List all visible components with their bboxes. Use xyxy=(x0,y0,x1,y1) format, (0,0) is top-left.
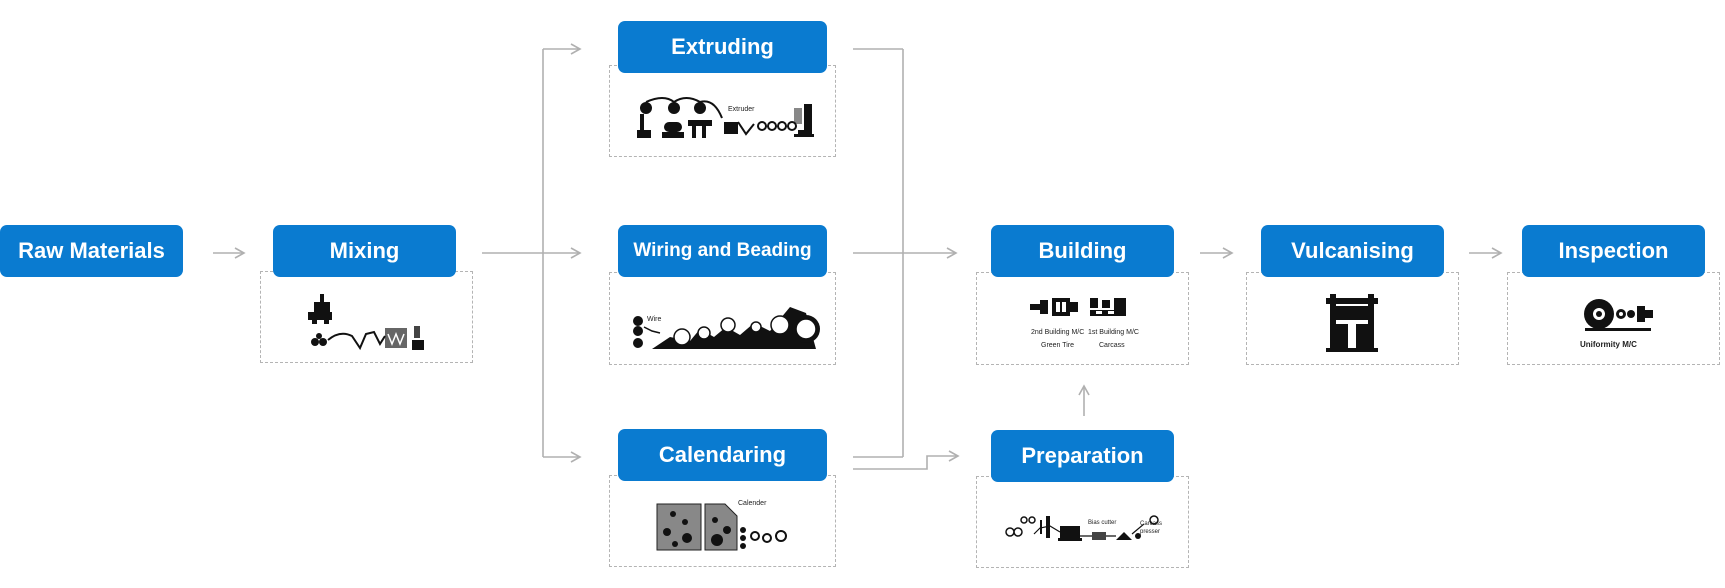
step-building: Building xyxy=(991,225,1174,277)
step-calendaring: Calendaring xyxy=(618,429,827,481)
bias-cutter-caption: Bias cutter xyxy=(1088,520,1117,526)
step-vulcanising: Vulcanising xyxy=(1261,225,1444,277)
building-machine-icon xyxy=(1030,298,1126,316)
wire-beading-line-icon xyxy=(633,307,820,349)
step-raw-materials: Raw Materials xyxy=(0,225,183,277)
second-building-caption: 2nd Building M/C xyxy=(1031,329,1085,336)
mixing-machine-icon xyxy=(308,294,424,351)
step-wiring-and-beading: Wiring and Beading xyxy=(618,225,827,277)
step-mixing: Mixing xyxy=(273,225,456,277)
vulcanising-press-icon xyxy=(1326,294,1378,352)
extruder-line-icon xyxy=(637,97,814,138)
green-tire-caption: Green Tire xyxy=(1041,342,1075,349)
preparation-line-icon xyxy=(1005,515,1159,541)
first-building-caption: 1st Building M/C xyxy=(1088,329,1139,336)
wire-caption: Wire xyxy=(647,316,662,323)
carcass-caption: Carcass xyxy=(1099,342,1125,349)
carcass-presser-caption: Carcass presser xyxy=(1140,521,1163,535)
step-preparation: Preparation xyxy=(991,430,1174,482)
calender-machine-icon xyxy=(656,503,787,551)
extruder-caption: Extruder xyxy=(728,106,755,113)
step-extruding: Extruding xyxy=(618,21,827,73)
uniformity-machine-icon xyxy=(1584,299,1653,331)
uniformity-caption: Uniformity M/C xyxy=(1580,340,1637,349)
step-inspection: Inspection xyxy=(1522,225,1705,277)
calender-caption: Calender xyxy=(738,500,767,507)
arrow-calendaring-to-preparation xyxy=(853,450,960,470)
